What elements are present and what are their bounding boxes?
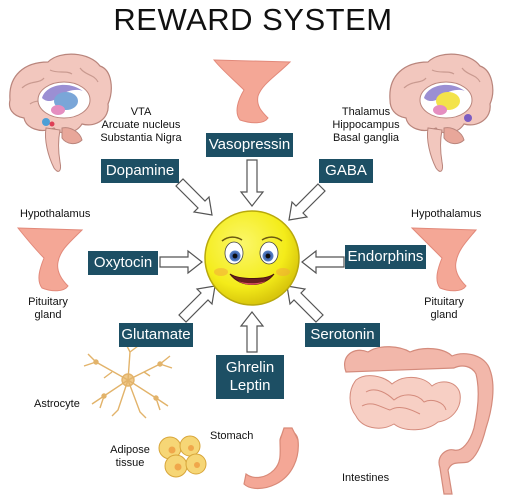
adipose-label: Adipose tissue [110,444,150,469]
pituitary-icon-right [410,227,478,292]
oxytocin-box: Oxytocin [88,251,158,275]
arrow-icon-ghrelin [239,311,265,353]
stomach-label: Stomach [210,430,254,442]
ghrelin-leptin-box: Ghrelin Leptin [216,355,284,399]
brain-icon-left [8,53,112,172]
smiley-face-icon [204,210,300,306]
pituitary-icon-top [212,59,292,124]
arrow-icon-glutamate [178,285,216,323]
hypothalamus-label-left: Hypothalamus [20,208,91,220]
hypothalamus-label-right: Hypothalamus [411,208,482,220]
intestines-icon [344,346,494,495]
arrow-icon-dopamine [175,178,213,216]
arrow-icon-endorphins [301,249,345,275]
arrow-icon-gaba [288,183,326,221]
intestines-label: Intestines [342,472,390,484]
dopamine-box: Dopamine [101,159,179,183]
vasopressin-box: Vasopressin [206,133,293,157]
stomach-icon [243,427,299,490]
gaba-source-label: Thalamus Hippocampus Basal ganglia [332,106,400,144]
gaba-box: GABA [319,159,373,183]
glutamate-box: Glutamate [119,323,193,347]
pituitary-label-left: Pituitary gland [28,296,68,321]
endorphins-box: Endorphins [345,245,426,269]
astrocyte-label: Astrocyte [34,398,80,410]
arrow-icon-vasopressin [239,159,265,207]
brain-icon-right [389,53,494,172]
pituitary-icon-left [16,227,84,292]
astrocyte-icon [83,343,173,419]
arrow-icon-serotonin [286,285,324,323]
arrow-icon-oxytocin [159,249,203,275]
page-title: REWARD SYSTEM [113,2,393,37]
serotonin-box: Serotonin [305,323,380,347]
arrows [159,159,345,353]
leptin-label: Leptin [229,377,271,394]
ghrelin-label: Ghrelin [225,359,275,376]
adipose-tissue-icon [158,435,207,478]
pituitary-label-right: Pituitary gland [424,296,464,321]
dopamine-source-label: VTA Arcuate nucleus Substantia Nigra [100,106,182,144]
